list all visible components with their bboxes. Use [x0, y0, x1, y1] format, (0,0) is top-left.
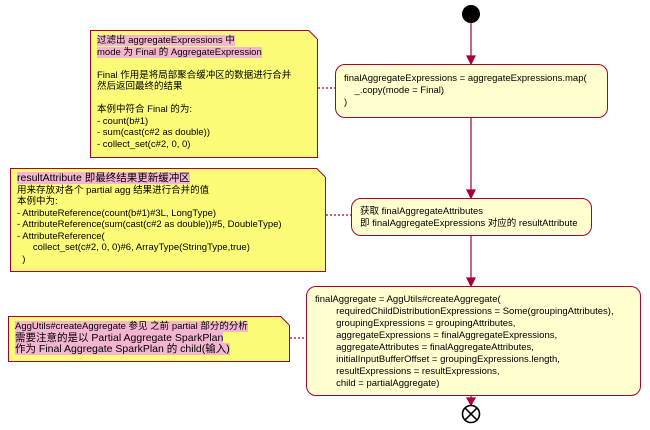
- stop-node-icon: [461, 404, 481, 424]
- arrowhead: [466, 277, 476, 288]
- note-line: - AttributeReference(count(b#1)#3L, Long…: [17, 207, 217, 219]
- note-line: 用来存放对各个 partial agg 结果进行合并的值: [17, 184, 210, 196]
- note-highlight: mode 为 Final 的 AggregateExpression: [97, 46, 262, 58]
- note-highlight: 作为 Final Aggregate SparkPlan 的 child(输入): [15, 343, 230, 355]
- activity-line: aggregateExpressions = finalAggregateExp…: [315, 330, 558, 341]
- note-result-attribute: resultAttribute 即最终结果更新缓冲区 用来存放对各个 parti…: [10, 168, 326, 272]
- activity-line: finalAggregateExpressions = aggregateExp…: [344, 73, 587, 84]
- note-fold-corner: [281, 316, 290, 325]
- arrowhead: [465, 397, 477, 407]
- note-final-filter: 过滤出 aggregateExpressions 中 mode 为 Final …: [90, 30, 318, 158]
- activity-line: finalAggregate = AggUtils#createAggregat…: [315, 294, 501, 305]
- activity-line: resultExpressions = resultExpressions,: [315, 366, 500, 377]
- activity-line: requiredChildDistributionExpressions = S…: [315, 306, 614, 317]
- note-highlight: 过滤出 aggregateExpressions 中: [97, 35, 235, 46]
- activity-line: 即 finalAggregateExpressions 对应的 resultAt…: [360, 218, 578, 229]
- note-create-aggregate: AggUtils#createAggregate 参见 之前 partial 部…: [8, 316, 290, 362]
- activity-create-aggregate: finalAggregate = AggUtils#createAggregat…: [306, 286, 641, 396]
- note-line: - collect_set(c#2, 0, 0): [97, 138, 191, 150]
- activity-line: child = partialAggregate): [315, 378, 440, 389]
- start-node: [462, 5, 480, 23]
- activity-line: initialInputBufferOffset = groupingExpre…: [315, 354, 560, 365]
- activity-line: ): [344, 97, 348, 108]
- note-line: collect_set(c#2, 0, 0)#6, ArrayType(Stri…: [17, 242, 250, 253]
- note-fold-corner: [317, 168, 326, 177]
- note-line: - AttributeReference(sum(cast(c#2 as dou…: [17, 219, 282, 230]
- activity-line: 获取 finalAggregateAttributes: [360, 206, 484, 217]
- note-line: - count(b#1): [97, 115, 149, 127]
- note-line: - AttributeReference(: [17, 230, 105, 242]
- activity-line: _.copy(mode = Final): [344, 85, 445, 96]
- note-highlight: AggUtils#createAggregate 参见 之前 partial 部…: [15, 321, 248, 332]
- note-line: Final 作用是将局部聚合缓冲区的数据进行合并: [97, 69, 292, 81]
- note-line: 本例中为:: [17, 196, 58, 207]
- note-fold-corner: [309, 30, 318, 39]
- note-highlight: 需要注意的是以 Partial Aggregate SparkPlan: [15, 331, 224, 344]
- activity-final-aggregate-expressions: finalAggregateExpressions = aggregateExp…: [335, 64, 608, 118]
- note-line: [97, 58, 301, 70]
- note-line: 本例中符合 Final 的为:: [97, 104, 193, 115]
- activity-final-aggregate-attributes: 获取 finalAggregateAttributes 即 finalAggre…: [351, 198, 592, 236]
- activity-line: groupingExpressions = groupingAttributes…: [315, 318, 516, 329]
- note-line: 然后返回最终的结果: [97, 81, 183, 92]
- note-line: [97, 93, 301, 105]
- note-highlight: resultAttribute 即最终结果更新缓冲区: [17, 172, 190, 184]
- note-line: - sum(cast(c#2 as double)): [97, 127, 210, 138]
- arrowhead: [466, 55, 476, 66]
- note-line: ): [17, 253, 26, 265]
- arrowhead: [466, 189, 476, 200]
- activity-line: aggregateAttributes = finalAggregateAttr…: [315, 342, 534, 353]
